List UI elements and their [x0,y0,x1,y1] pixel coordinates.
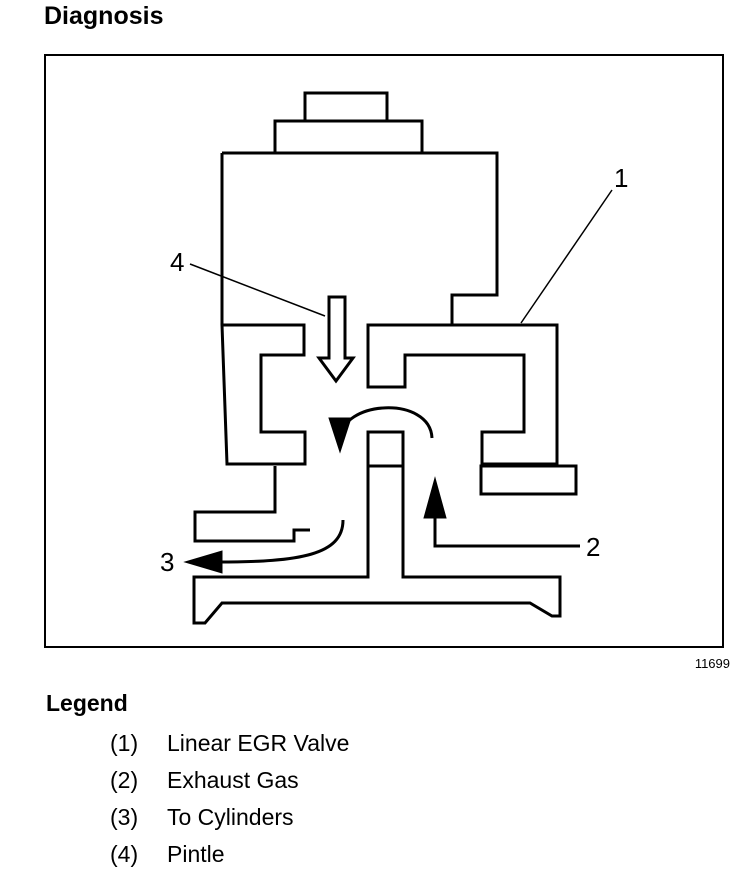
valve-housing [222,151,499,325]
flow-curve-outlet [217,519,345,564]
flow-arrowhead-top [328,417,352,454]
legend-item-label: Exhaust Gas [167,767,299,793]
pintle-seat [192,430,562,625]
legend-item-label: Linear EGR Valve [167,730,350,756]
legend-item: (1) Linear EGR Valve [110,728,349,765]
callout-2: 2 [586,532,600,562]
valve-cap-mid [273,119,424,155]
legend-item-number: (3) [110,804,139,830]
outlet-passage-left [193,466,310,543]
legend-item-label: To Cylinders [167,804,294,830]
legend-item: (3) To Cylinders [110,802,349,839]
legend-item-label: Pintle [167,841,225,867]
callout-1: 1 [614,163,628,193]
diagram-frame [44,54,724,648]
legend-item-number: (4) [110,841,139,867]
callout-3: 3 [160,547,174,577]
leader-line-1 [520,189,613,324]
legend-list: (1) Linear EGR Valve (2) Exhaust Gas (3) To… [110,728,349,876]
valve-body-right [366,323,559,466]
valve-body-left [220,323,307,466]
figure-number: 11699 [694,656,730,671]
leader-line-4 [189,263,326,317]
legend-item-number: (1) [110,730,139,756]
callout-4: 4 [170,247,184,277]
flow-curve-top [338,406,434,441]
outlet-flange-right [479,464,578,496]
pintle-arrow [316,295,356,384]
legend-item: (2) Exhaust Gas [110,765,349,802]
flow-path-inlet [433,515,580,548]
flow-arrowhead-outlet [183,550,223,574]
legend-item: (4) Pintle [110,839,349,876]
legend-title: Legend [46,690,128,716]
legend-item-number: (2) [110,767,139,793]
egr-valve-diagram: 1 2 3 4 [160,91,628,625]
valve-cap-top [303,91,389,123]
flow-arrowhead-inlet [423,476,447,519]
page-title: Diagnosis [44,2,164,30]
